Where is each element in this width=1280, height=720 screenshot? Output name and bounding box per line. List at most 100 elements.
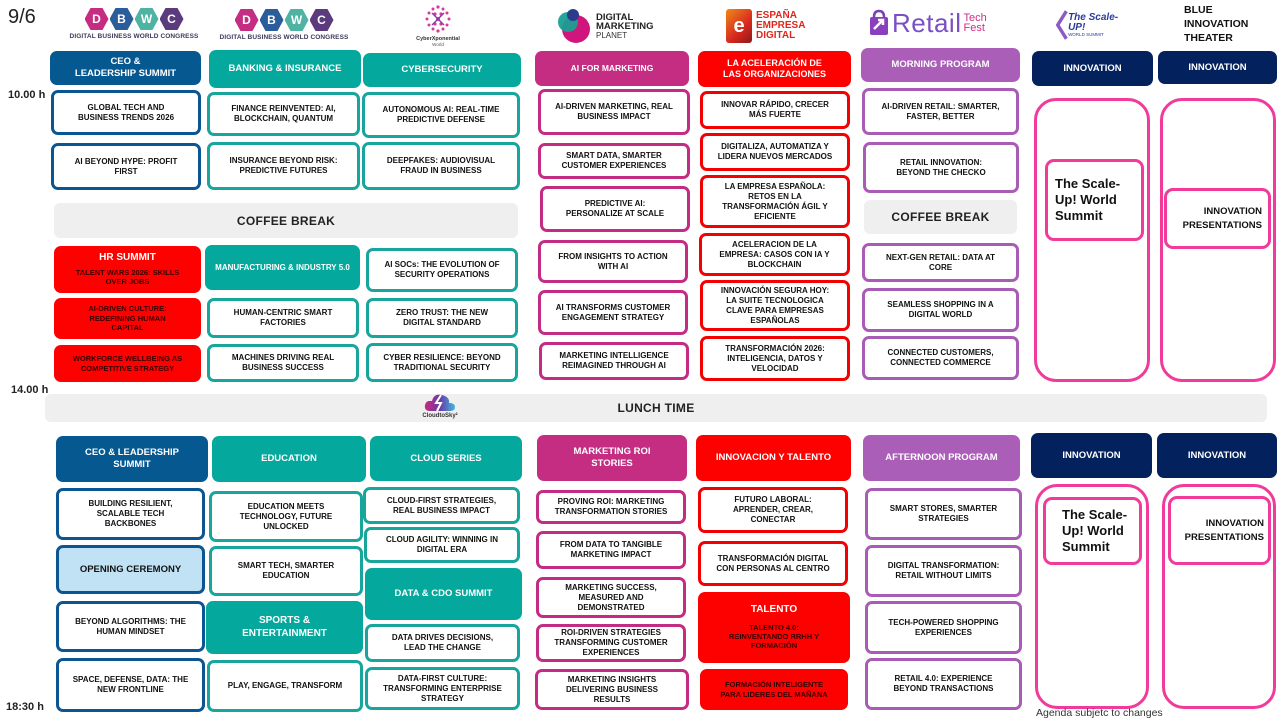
session-card[interactable]: CYBER RESILIENCE: BEYOND TRADITIONAL SEC…	[366, 343, 518, 382]
session-card[interactable]: RETAIL 4.0: EXPERIENCE BEYOND TRANSACTIO…	[865, 658, 1022, 710]
session-card[interactable]: FORMACIÓN INTELIGENTE PARA LIDERES DEL M…	[700, 669, 848, 710]
retail-word: Retail	[892, 7, 962, 38]
session-card[interactable]: SMART TECH, SMARTER EDUCATION	[209, 546, 363, 596]
track-header-ceo-pm[interactable]: CEO & LEADERSHIP SUMMIT	[56, 436, 208, 482]
hex-b: B	[259, 9, 284, 31]
session-card[interactable]: LA EMPRESA ESPAÑOLA: RETOS EN LA TRANSFO…	[700, 175, 850, 228]
hex-b: B	[109, 8, 134, 30]
session-card[interactable]: INNOVAR RÁPIDO, CRECER MÁS FUERTE	[700, 91, 850, 129]
track-header-marketing-roi[interactable]: MARKETING ROI STORIES	[537, 435, 687, 481]
session-card[interactable]: HUMAN-CENTRIC SMART FACTORIES	[207, 298, 359, 338]
session-card[interactable]: CLOUD-FIRST STRATEGIES, REAL BUSINESS IM…	[363, 487, 520, 524]
session-card[interactable]: TRANSFORMACIÓN DIGITAL CON PERSONAS AL C…	[698, 541, 848, 586]
session-card[interactable]: AI TRANSFORMS CUSTOMER ENGAGEMENT STRATE…	[538, 290, 688, 335]
session-card[interactable]: AI-DRIVEN RETAIL: SMARTER, FASTER, BETTE…	[862, 88, 1019, 135]
session-card[interactable]: SPACE, DEFENSE, DATA: THE NEW FRONTLINE	[56, 658, 205, 712]
session-card[interactable]: DEEPFAKES: AUDIOVISUAL FRAUD IN BUSINESS	[362, 142, 520, 190]
session-card[interactable]: RETAIL INNOVATION: BEYOND THE CHECKO	[863, 142, 1019, 193]
talento-block[interactable]: TALENTO TALENTO 4.0: REINVENTANDO RRHH Y…	[698, 592, 850, 663]
session-card[interactable]: PROVING ROI: MARKETING TRANSFORMATION ST…	[536, 490, 686, 524]
session-card[interactable]: FROM INSIGHTS TO ACTION WITH AI	[538, 240, 688, 283]
cyber-logo-sub: World	[432, 41, 444, 47]
session-card[interactable]: MARKETING INTELLIGENCE REIMAGINED THROUG…	[539, 342, 689, 380]
blue-innovation-theater-label: BLUE INNOVATION THEATER	[1184, 4, 1249, 45]
session-card[interactable]: AI BEYOND HYPE: PROFIT FIRST	[51, 143, 201, 190]
session-card[interactable]: BUILDING RESILIENT, SCALABLE TECH BACKBO…	[56, 488, 205, 540]
track-header-innovation-1[interactable]: INNOVATION	[1032, 51, 1153, 86]
session-card[interactable]: CLOUD AGILITY: WINNING IN DIGITAL ERA	[364, 527, 520, 563]
track-header-education[interactable]: EDUCATION	[212, 436, 366, 482]
session-card[interactable]: DIGITALIZA, AUTOMATIZA Y LIDERA NUEVOS M…	[700, 133, 850, 171]
innovation-presentations-card[interactable]: INNOVATION PRESENTATIONS	[1168, 496, 1271, 565]
dmp-line2: MARKETING	[596, 21, 654, 32]
hex-c: C	[309, 9, 334, 31]
session-card[interactable]: INNOVACIÓN SEGURA HOY: LA SUITE TECNOLOG…	[700, 280, 850, 331]
track-header-sports[interactable]: SPORTS & ENTERTAINMENT	[206, 601, 363, 654]
session-card[interactable]: FROM DATA TO TANGIBLE MARKETING IMPACT	[536, 531, 686, 569]
session-card[interactable]: MACHINES DRIVING REAL BUSINESS SUCCESS	[207, 344, 359, 382]
track-header-data-cdo[interactable]: DATA & CDO SUMMIT	[365, 568, 522, 620]
session-card[interactable]: FUTURO LABORAL: APRENDER, CREAR, CONECTA…	[698, 487, 848, 533]
track-header-cybersecurity[interactable]: CYBERSECURITY	[363, 53, 521, 87]
opening-ceremony-card[interactable]: OPENING CEREMONY	[56, 545, 205, 594]
session-card[interactable]: CONNECTED CUSTOMERS, CONNECTED COMMERCE	[862, 336, 1019, 380]
hex-c: C	[159, 8, 184, 30]
e-icon: e	[726, 9, 752, 43]
session-card[interactable]: SEAMLESS SHOPPING IN A DIGITAL WORLD	[862, 288, 1019, 332]
track-header-banking[interactable]: BANKING & INSURANCE	[209, 50, 361, 88]
track-header-morning-program[interactable]: MORNING PROGRAM	[861, 48, 1020, 82]
scaleup-summit-card[interactable]: The Scale- Up! World Summit	[1043, 497, 1142, 565]
session-card[interactable]: AI SOCs: THE EVOLUTION OF SECURITY OPERA…	[366, 248, 518, 292]
session-card[interactable]: NEXT-GEN RETAIL: DATA AT CORE	[862, 243, 1019, 282]
session-card[interactable]: FINANCE REINVENTED: AI, BLOCKCHAIN, QUAN…	[207, 92, 360, 136]
session-card[interactable]: ROI-DRIVEN STRATEGIES TRANSFORMING CUSTO…	[536, 624, 686, 662]
session-card[interactable]: TRANSFORMACIÓN 2026: INTELIGENCIA, DATOS…	[700, 336, 850, 381]
track-header-ceo[interactable]: CEO & LEADERSHIP SUMMIT	[50, 51, 201, 85]
track-header-manufacturing[interactable]: MANUFACTURING & INDUSTRY 5.0	[205, 245, 360, 290]
espana-empresa-digital-logo: e ESPAÑA EMPRESA DIGITAL	[726, 6, 818, 46]
track-header-innovation-2[interactable]: INNOVATION	[1158, 51, 1277, 84]
hex-w: W	[284, 9, 309, 31]
session-card[interactable]: DATA-FIRST CULTURE: TRANSFORMING ENTERPR…	[365, 667, 520, 710]
session-card[interactable]: DIGITAL TRANSFORMATION: RETAIL WITHOUT L…	[865, 545, 1022, 597]
session-card[interactable]: SMART DATA, SMARTER CUSTOMER EXPERIENCES	[538, 143, 690, 179]
hex-w: W	[134, 8, 159, 30]
track-header-aceleracion[interactable]: LA ACELERACIÓN DE LAS ORGANIZACIONES	[698, 51, 851, 87]
coffee-break-banner: COFFEE BREAK	[54, 203, 518, 238]
session-card[interactable]: MARKETING INSIGHTS DELIVERING BUSINESS R…	[535, 669, 689, 710]
session-card[interactable]: EDUCATION MEETS TECHNOLOGY, FUTURE UNLOC…	[209, 491, 363, 542]
session-title: TALENT WARS 2026: SKILLS OVER JOBS	[75, 267, 180, 287]
session-card[interactable]: BEYOND ALGORITHMS: THE HUMAN MINDSET	[56, 601, 205, 652]
session-card[interactable]: ACELERACION DE LA EMPRESA: CASOS CON IA …	[699, 233, 850, 276]
session-card[interactable]: WORKFORCE WELLBEING AS COMPETITIVE STRAT…	[54, 345, 201, 382]
hr-summit-header: HR SUMMIT	[99, 252, 156, 264]
session-card[interactable]: SMART STORES, SMARTER STRATEGIES	[865, 488, 1022, 540]
track-header-cloud-series[interactable]: CLOUD SERIES	[370, 436, 522, 481]
session-card[interactable]: TECH-POWERED SHOPPING EXPERIENCES	[865, 601, 1022, 654]
track-header-innovacion-talento[interactable]: INNOVACION Y TALENTO	[696, 435, 851, 481]
session-card[interactable]: INSURANCE BEYOND RISK: PREDICTIVE FUTURE…	[207, 142, 360, 190]
session-card[interactable]: ZERO TRUST: THE NEW DIGITAL STANDARD	[366, 298, 518, 338]
track-header-innovation-3[interactable]: INNOVATION	[1031, 433, 1152, 478]
lunch-banner: LUNCH TIME	[45, 394, 1267, 422]
track-header-afternoon-program[interactable]: AFTERNOON PROGRAM	[863, 435, 1020, 481]
retail-tech-fest-logo: Retail Tech Fest	[868, 6, 1018, 40]
dbwc-subtitle: DIGITAL BUSINESS WORLD CONGRESS	[219, 34, 349, 41]
session-card[interactable]: DATA DRIVES DECISIONS, LEAD THE CHANGE	[365, 624, 520, 662]
session-card[interactable]: PREDICTIVE AI: PERSONALIZE AT SCALE	[540, 186, 690, 232]
session-card[interactable]: AI-DRIVEN MARKETING, REAL BUSINESS IMPAC…	[538, 89, 690, 135]
cyber-logo-text: CyberXponential	[416, 35, 460, 42]
scaleup-summit-card[interactable]: The Scale- Up! World Summit	[1045, 159, 1144, 241]
innovation-presentations-card[interactable]: INNOVATION PRESENTATIONS	[1164, 188, 1271, 249]
session-card[interactable]: AUTONOMOUS AI: REAL-TIME PREDICTIVE DEFE…	[362, 92, 520, 138]
session-card[interactable]: AI-DRIVEN CULTURE: REDEFINING HUMAN CAPI…	[54, 298, 201, 339]
session-card[interactable]: PLAY, ENGAGE, TRANSFORM	[207, 660, 363, 712]
session-card[interactable]: GLOBAL TECH AND BUSINESS TRENDS 2026	[51, 90, 201, 135]
session-title: TALENTO 4.0: REINVENTANDO RRHH Y FORMACI…	[728, 622, 820, 651]
dbwc-subtitle: DIGITAL BUSINESS WORLD CONGRESS	[69, 33, 199, 40]
planet-icon	[558, 9, 590, 43]
track-header-ai-marketing[interactable]: AI FOR MARKETING	[535, 51, 689, 86]
hr-summit-block[interactable]: HR SUMMIT TALENT WARS 2026: SKILLS OVER …	[54, 246, 201, 293]
session-card[interactable]: MARKETING SUCCESS, MEASURED AND DEMONSTR…	[536, 577, 686, 618]
track-header-innovation-4[interactable]: INNOVATION	[1157, 433, 1277, 478]
